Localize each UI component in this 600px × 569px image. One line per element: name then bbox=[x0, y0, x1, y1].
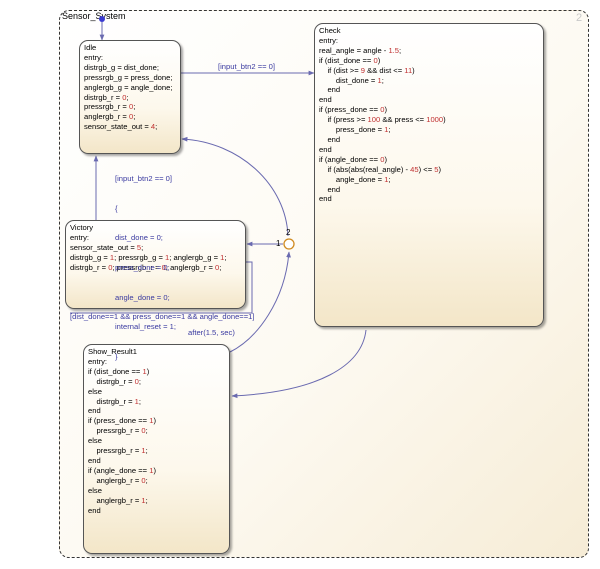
state-show-result-line: end bbox=[88, 406, 101, 416]
state-check-line: end bbox=[319, 144, 332, 154]
state-show-result-name: Show_Result1 bbox=[88, 347, 137, 356]
connective-junction[interactable] bbox=[283, 238, 295, 250]
state-check-name: Check bbox=[319, 26, 341, 35]
state-victory-line: distrgb_r = 0; pressrgb_r = 0; anglergb_… bbox=[70, 262, 222, 272]
state-show-result-line: anglergb_r = 1; bbox=[88, 495, 148, 505]
state-check-line: if (dist >= 9 && dist <= 11) bbox=[319, 65, 415, 75]
reset-action-line: { bbox=[115, 203, 118, 213]
junction-order-1: 1 bbox=[276, 239, 281, 248]
reset-action-line: dist_done = 0; bbox=[115, 233, 163, 243]
state-idle-line: entry: bbox=[84, 52, 103, 62]
state-check-line: if (dist_done == 0) bbox=[319, 55, 381, 65]
reset-action-line: [input_btn2 == 0] bbox=[115, 173, 173, 183]
state-victory-line: sensor_state_out = 5; bbox=[70, 242, 144, 252]
state-show-result-line: if (dist_done == 1) bbox=[88, 366, 150, 376]
show-result-to-junction-arrow[interactable] bbox=[229, 251, 291, 353]
check-to-show-result-arrow[interactable] bbox=[231, 329, 367, 399]
state-show-result-line: anglergb_r = 0; bbox=[88, 475, 148, 485]
idle-to-check-label[interactable]: [input_btn2 == 0] bbox=[218, 62, 276, 71]
reset-action-line: press_done = 0; bbox=[115, 262, 170, 272]
state-check-line: end bbox=[319, 194, 332, 204]
state-show-result-line: end bbox=[88, 455, 101, 465]
victory-condition-wire[interactable] bbox=[70, 261, 253, 314]
timer-label[interactable]: after(1.5, sec) bbox=[188, 328, 235, 337]
state-show-result-line: distrgb_r = 0; bbox=[88, 376, 141, 386]
reset-action-label[interactable]: [input_btn2 == 0] { dist_done = 0; press… bbox=[115, 154, 176, 382]
state-check-line: if (press_done == 0) bbox=[319, 105, 387, 115]
state-show-result[interactable]: Show_Result1 entry: if (dist_done == 1) … bbox=[83, 344, 230, 554]
state-show-result-line: if (press_done == 1) bbox=[88, 416, 156, 426]
state-idle-line: anglergb_g = angle_done; bbox=[84, 82, 173, 92]
state-victory-name: Victory bbox=[70, 223, 94, 232]
state-show-result-line: pressrgb_r = 1; bbox=[88, 446, 148, 456]
state-show-result-line: end bbox=[88, 505, 101, 515]
state-check-line: entry: bbox=[319, 35, 338, 45]
state-check-line: if (press >= 100 && press <= 1000) bbox=[319, 115, 446, 125]
state-show-result-line: if (angle_done == 1) bbox=[88, 465, 156, 475]
state-check-line: end bbox=[319, 184, 341, 194]
state-idle-line: anglergb_r = 0; bbox=[84, 112, 136, 122]
chart-title: Sensor_System bbox=[62, 11, 126, 21]
state-idle-line: sensor_state_out = 4; bbox=[84, 122, 158, 132]
state-idle[interactable]: Idle entry: distrgb_g = dist_done; press… bbox=[79, 40, 181, 154]
reset-action-line: } bbox=[115, 352, 118, 362]
default-transition-dot[interactable] bbox=[99, 16, 105, 22]
state-check-line: if (angle_done == 0) bbox=[319, 154, 387, 164]
state-check-line: angle_done = 1; bbox=[319, 174, 391, 184]
reset-action-line: angle_done = 0; bbox=[115, 292, 170, 302]
state-show-result-line: entry: bbox=[88, 356, 107, 366]
state-check-line: if (abs(abs(real_angle) - 45) <= 5) bbox=[319, 164, 442, 174]
state-check-line: dist_done = 1; bbox=[319, 75, 384, 85]
state-check[interactable]: Check entry: real_angle = angle - 1.5; i… bbox=[314, 23, 544, 327]
state-show-result-line: else bbox=[88, 436, 102, 446]
state-check-line: end bbox=[319, 134, 341, 144]
state-check-line: press_done = 1; bbox=[319, 125, 391, 135]
victory-condition-label[interactable]: [dist_done==1 && press_done==1 && angle_… bbox=[70, 312, 255, 321]
state-show-result-line: pressrgb_r = 0; bbox=[88, 426, 148, 436]
state-idle-line: pressrgb_g = press_done; bbox=[84, 72, 173, 82]
reset-action-line: internal_reset = 1; bbox=[115, 322, 176, 332]
state-idle-line: distrgb_r = 0; bbox=[84, 92, 129, 102]
junction-order-2: 2 bbox=[286, 228, 291, 237]
chart-number: 2 bbox=[576, 12, 583, 24]
state-check-line: real_angle = angle - 1.5; bbox=[319, 45, 402, 55]
state-check-line: end bbox=[319, 95, 332, 105]
junction-to-idle-arrow[interactable] bbox=[181, 136, 289, 237]
state-idle-line: pressrgb_r = 0; bbox=[84, 102, 136, 112]
state-victory-line: distrgb_g = 1; pressrgb_g = 1; anglergb_… bbox=[70, 252, 227, 262]
state-victory-line: entry: bbox=[70, 232, 89, 242]
state-idle-line: distrgb_g = dist_done; bbox=[84, 62, 159, 72]
state-show-result-line: distrgb_r = 1; bbox=[88, 396, 141, 406]
state-idle-name: Idle bbox=[84, 43, 97, 52]
state-check-line: end bbox=[319, 85, 341, 95]
state-show-result-line: else bbox=[88, 386, 102, 396]
state-victory[interactable]: Victory entry: sensor_state_out = 5; dis… bbox=[65, 220, 246, 309]
state-show-result-line: else bbox=[88, 485, 102, 495]
